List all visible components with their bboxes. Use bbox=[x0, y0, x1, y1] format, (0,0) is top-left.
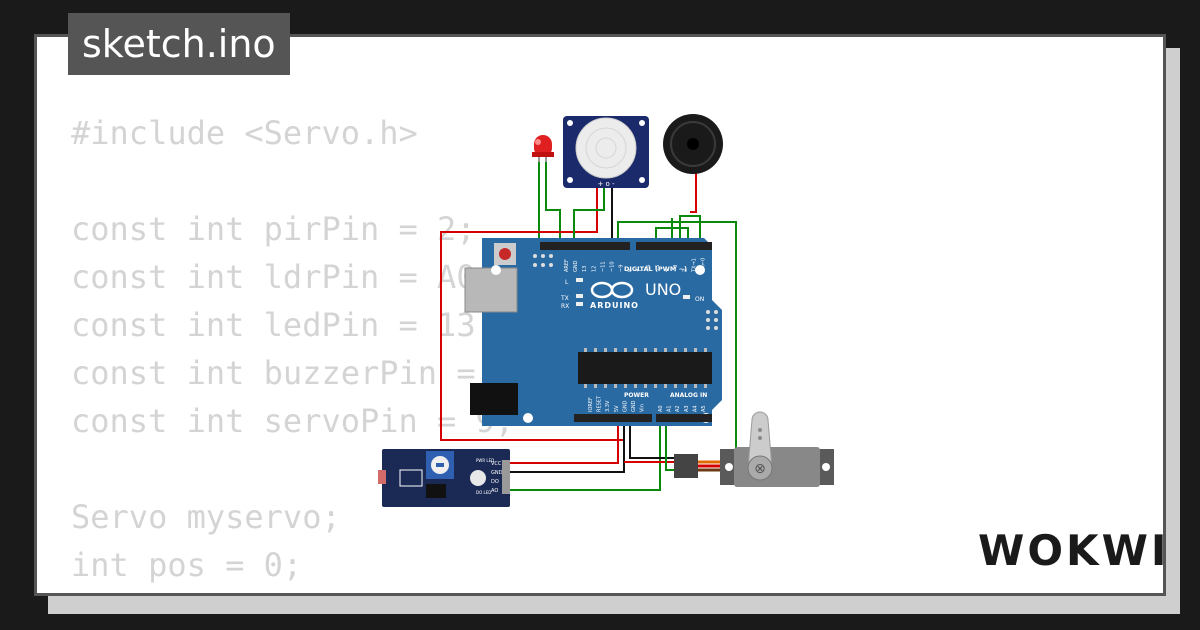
wire-pin-green-1 bbox=[617, 221, 737, 466]
pin-label: Vin bbox=[640, 404, 646, 412]
pin-label: A3 bbox=[684, 405, 690, 412]
wire-pir-out-green bbox=[573, 188, 605, 246]
piezo-buzzer[interactable] bbox=[663, 114, 723, 174]
pin-label: IOREF bbox=[588, 397, 594, 412]
arduino-uno-board[interactable]: DIGITAL (PWM ~) L TX RX ON UNO ARDUINO P… bbox=[464, 238, 722, 426]
code-line: int pos = 0; bbox=[71, 546, 303, 584]
board-on-label: ON bbox=[695, 296, 704, 303]
pin-label: 12 bbox=[591, 266, 597, 272]
wire-ldr-gnd-black bbox=[510, 418, 625, 473]
wire-led-green-2 bbox=[545, 160, 561, 246]
ldr-pin-ao: AO bbox=[491, 488, 498, 494]
code-background: #include <Servo.h> const int pirPin = 2; c… bbox=[71, 109, 534, 593]
pin-label: ~5 bbox=[655, 265, 661, 272]
pin-label: A4 bbox=[692, 405, 698, 412]
ldr-pin-gnd: GND bbox=[491, 470, 503, 476]
pin-label: A5 bbox=[701, 405, 707, 412]
ldr-led-do: DO LED bbox=[476, 490, 491, 495]
pin-label: GND bbox=[622, 400, 628, 412]
pin-label: RX←0 bbox=[701, 258, 707, 272]
wire-pin-green-3 bbox=[679, 215, 701, 246]
pir-motion-sensor[interactable]: + o - bbox=[563, 116, 649, 188]
pin-label: 7 bbox=[637, 269, 643, 272]
pin-label: GND bbox=[573, 260, 579, 272]
pin-label: 4 bbox=[664, 269, 670, 272]
pir-pin-labels: + o - bbox=[597, 180, 615, 188]
pin-label: 2 bbox=[682, 269, 688, 272]
wokwi-logo[interactable]: WOKWI bbox=[978, 526, 1170, 575]
pin-label: ~3 bbox=[673, 265, 679, 272]
code-line: const int buzzerPin = 8; bbox=[71, 354, 534, 392]
wires bbox=[440, 160, 737, 491]
pin-label: 8 bbox=[628, 269, 634, 272]
pin-label: ~11 bbox=[600, 261, 606, 272]
pin-label: 13 bbox=[582, 266, 588, 272]
wire-servo-black bbox=[629, 418, 676, 459]
pin-label: 5V bbox=[614, 405, 620, 412]
board-tx-label: TX bbox=[560, 295, 569, 302]
code-line: const int ledPin = 13; bbox=[71, 306, 495, 344]
ldr-pin-do: DO bbox=[491, 479, 499, 485]
pin-label: A2 bbox=[675, 405, 681, 412]
pin-label: ~6 bbox=[646, 265, 652, 272]
board-digital-header: DIGITAL (PWM ~) bbox=[624, 265, 687, 273]
pin-label: ~9 bbox=[619, 265, 625, 272]
file-tab[interactable]: sketch.ino bbox=[68, 13, 290, 75]
board-brand: ARDUINO bbox=[590, 301, 639, 310]
wire-ldr-vcc-red bbox=[510, 418, 619, 464]
board-l-label: L bbox=[565, 279, 569, 286]
ldr-led-pwr: PWR LED bbox=[476, 458, 494, 463]
board-rx-label: RX bbox=[561, 303, 569, 310]
code-line: const int ldrPin = A0; bbox=[71, 258, 495, 296]
pin-label: ~10 bbox=[610, 261, 616, 272]
pin-label: 3.3V bbox=[605, 400, 611, 412]
pin-label: AREF bbox=[564, 259, 570, 272]
pin-label: A1 bbox=[667, 405, 673, 412]
pin-label: GND bbox=[631, 400, 637, 412]
servo-horn-icon: ⊗ bbox=[754, 461, 766, 477]
pin-label: TX→1 bbox=[691, 258, 697, 273]
wire-servo-green bbox=[665, 418, 676, 471]
code-line: const int pirPin = 2; bbox=[71, 210, 476, 248]
pin-label: RESET bbox=[597, 395, 603, 412]
code-line: Servo myservo; bbox=[71, 498, 341, 536]
red-led[interactable] bbox=[532, 135, 554, 162]
wire-pin-green-2 bbox=[655, 227, 689, 246]
servo-motor[interactable]: ⊗ bbox=[674, 411, 834, 487]
arduino-logo-icon bbox=[590, 281, 634, 299]
ldr-pin-vcc: VCC bbox=[491, 461, 502, 467]
pin-label: A0 bbox=[658, 405, 664, 412]
code-line: #include <Servo.h> bbox=[71, 114, 418, 152]
ldr-sensor-module[interactable]: VCC GND DO AO PWR LED DO LED bbox=[378, 449, 510, 507]
wire-pir-gnd-black bbox=[578, 188, 613, 245]
wire-buzzer-red bbox=[690, 168, 697, 213]
board-analog-header: ANALOG IN bbox=[670, 392, 707, 399]
board-model: UNO bbox=[645, 280, 681, 299]
board-power-header: POWER bbox=[624, 392, 649, 399]
wire-ldr-ao-green bbox=[510, 418, 661, 491]
